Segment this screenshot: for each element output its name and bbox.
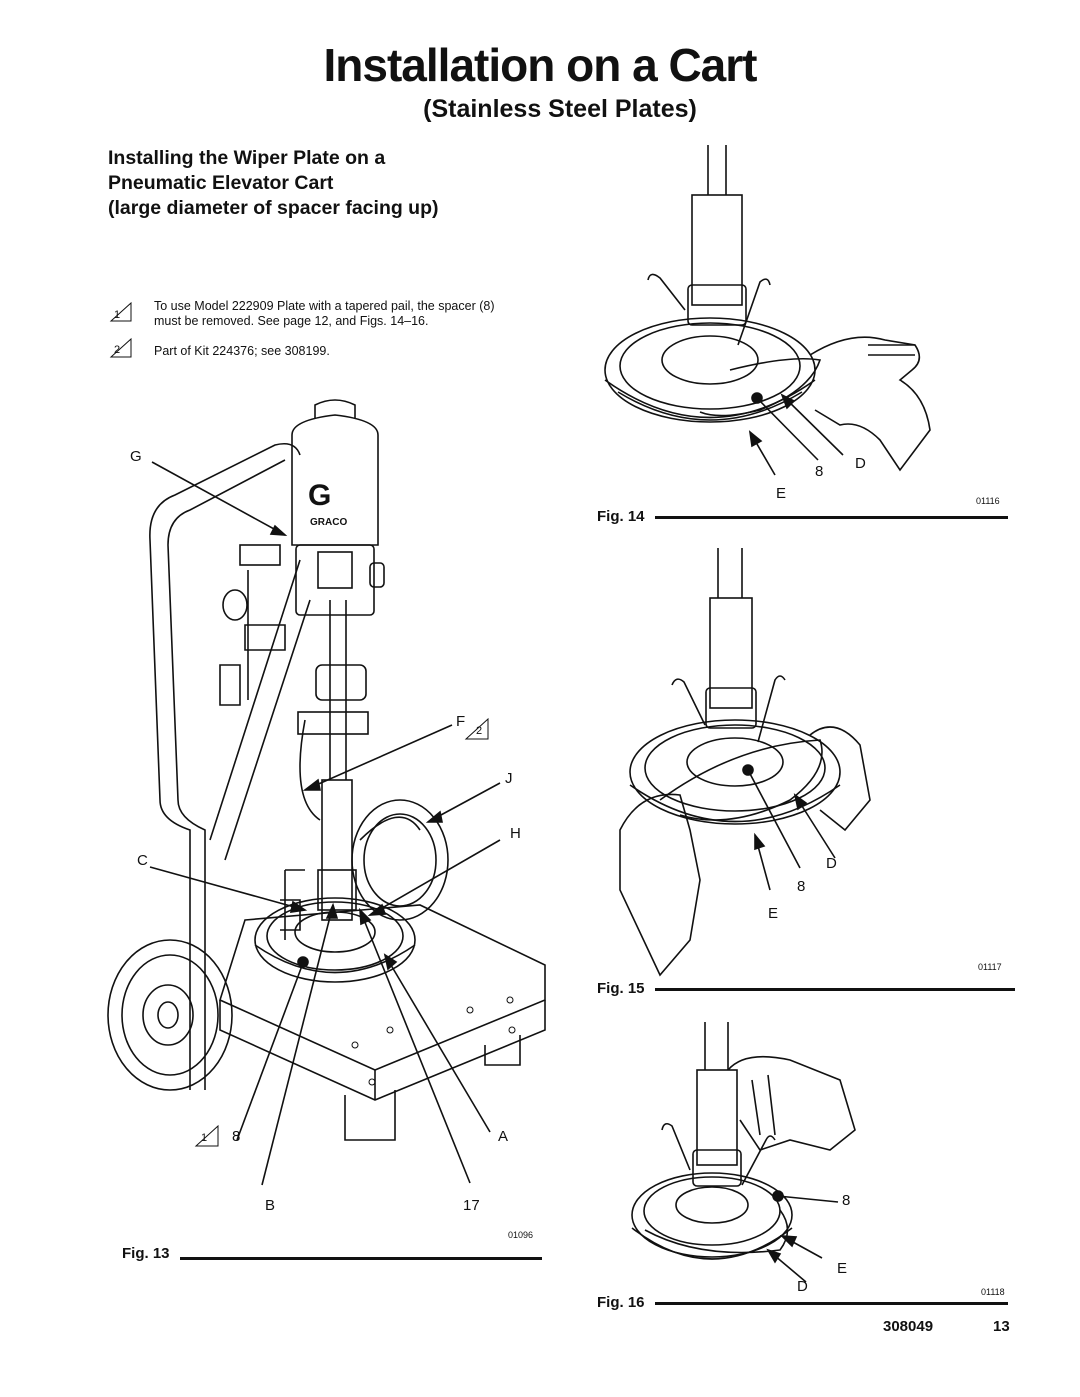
drawing-code: 01117 — [978, 962, 1002, 972]
callout-8-marker: 1 — [201, 1132, 208, 1144]
section-title-line-2: Pneumatic Elevator Cart — [108, 172, 334, 194]
note-1-line-1: To use Model 222909 Plate with a tapered… — [154, 299, 495, 313]
callout-17: 17 — [463, 1197, 480, 1214]
callout-j: J — [505, 770, 513, 787]
callout-a: A — [498, 1128, 509, 1145]
figure-label: Fig. 13 — [122, 1245, 170, 1262]
callout-e: E — [837, 1260, 848, 1277]
section-title-line-1: Installing the Wiper Plate on a — [108, 147, 386, 169]
callout-8: 8 — [815, 463, 824, 480]
note-2-marker: 2 — [114, 344, 121, 356]
page-title: Installation on a Cart — [323, 39, 758, 91]
figure-label: Fig. 15 — [597, 980, 645, 997]
callout-f-marker: 2 — [476, 725, 483, 737]
callout-d: D — [797, 1278, 808, 1295]
callout-8: 8 — [842, 1192, 851, 1209]
callout-e: E — [768, 905, 779, 922]
callout-d: D — [826, 855, 837, 872]
callout-d: D — [855, 455, 866, 472]
callout-8: 8 — [232, 1128, 241, 1145]
figure-rule — [655, 516, 1008, 519]
page-number: 13 — [993, 1318, 1010, 1335]
callout-f: F — [456, 713, 466, 730]
note-1-line-2: must be removed. See page 12, and Figs. … — [154, 314, 429, 328]
graco-logo-mark: G — [308, 479, 331, 512]
note-1-marker: 1 — [114, 309, 121, 321]
drawing-code: 01096 — [508, 1230, 534, 1240]
figure-label: Fig. 14 — [597, 508, 645, 525]
callout-c: C — [137, 852, 148, 869]
figure-rule — [180, 1257, 542, 1260]
figure-rule — [655, 988, 1015, 991]
callout-g: G — [130, 448, 142, 465]
graco-logo-text: GRACO — [310, 517, 347, 528]
page-subtitle: (Stainless Steel Plates) — [423, 95, 697, 123]
note-2-line-1: Part of Kit 224376; see 308199. — [154, 344, 330, 358]
figure-label: Fig. 16 — [597, 1294, 645, 1311]
section-title-line-3: (large diameter of spacer facing up) — [108, 197, 439, 219]
drawing-code: 01116 — [976, 496, 1000, 506]
callout-e: E — [776, 485, 787, 502]
warning-triangle-icon — [109, 301, 132, 322]
drawing-code: 01118 — [981, 1287, 1005, 1297]
callout-b: B — [265, 1197, 276, 1214]
callout-8: 8 — [797, 878, 806, 895]
figure-rule — [655, 1302, 1008, 1305]
document-number: 308049 — [883, 1318, 934, 1335]
callout-h: H — [510, 825, 521, 842]
warning-triangle-icon — [109, 337, 132, 358]
